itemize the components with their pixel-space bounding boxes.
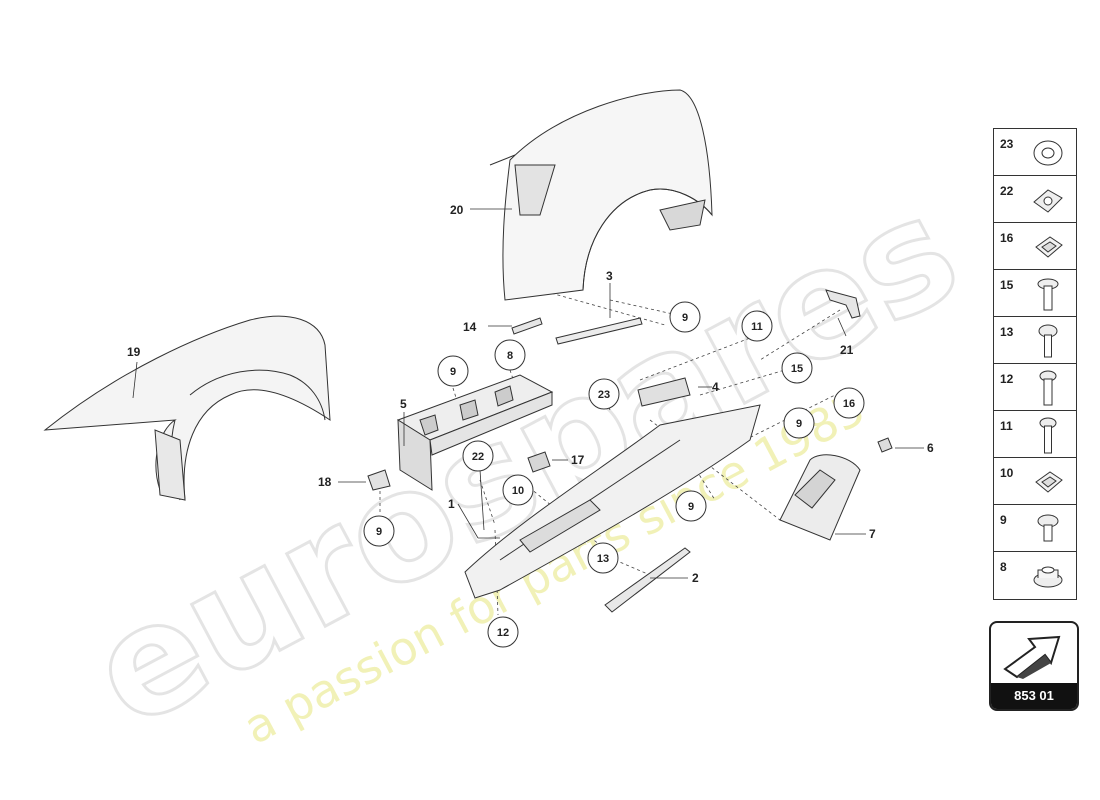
callout-9-e: 9 [688,501,694,513]
label-20: 20 [450,203,464,217]
part-19-wheelhouse-liner [43,315,331,501]
part-18-bracket [367,469,391,491]
legend-number: 13 [1000,325,1014,339]
label-2: 2 [692,571,699,585]
part-2-strip [604,547,691,613]
legend-row-22: 22 [994,176,1076,223]
flange-nut-icon [1024,556,1072,596]
callout-10: 10 [512,485,524,497]
label-7: 7 [869,527,876,541]
label-14: 14 [463,320,477,334]
callout-9-c: 9 [796,418,802,430]
part-5-carrier [396,374,554,491]
label-5: 5 [400,397,407,411]
label-21: 21 [840,343,854,357]
part-20-fender [489,89,713,301]
label-4: 4 [712,380,719,394]
circled-callout-labels: 9 8 9 11 15 23 16 9 22 10 9 9 13 12 [376,312,855,639]
label-3: 3 [606,269,613,283]
label-6: 6 [927,441,934,455]
callout-8: 8 [507,350,513,362]
legend-number: 16 [1000,231,1014,245]
legend-row-8: 8 [994,552,1076,599]
legend-row-23: 23 [994,129,1076,176]
legend-number: 10 [1000,466,1014,480]
legend-number: 11 [1000,419,1013,433]
callout-15: 15 [791,363,803,375]
part-6-clip [877,437,893,453]
part-3-trim-strip [555,317,643,345]
callout-12: 12 [497,627,509,639]
legend-row-15: 15 [994,270,1076,317]
legend-number: 8 [1000,560,1007,574]
long-screw-icon [1024,415,1072,455]
flat-head-screw-icon [1024,274,1072,314]
part-7-rear-panel [779,454,861,541]
label-leaders [132,208,924,579]
washer-icon [1024,133,1072,173]
part-17-cover [527,451,551,473]
circled-callouts [363,301,865,648]
fastener-legend: 23 22 16 15 13 12 11 10 9 8 [993,128,1077,600]
direction-arrow-icon [1003,635,1061,679]
bolt-icon [1024,368,1072,408]
legend-number: 23 [1000,137,1014,151]
legend-row-12: 12 [994,364,1076,411]
spring-nut-icon [1024,180,1072,220]
parts [43,89,893,613]
short-screw-icon [1024,509,1072,549]
pan-head-screw-icon [1024,321,1072,361]
legend-row-9: 9 [994,505,1076,552]
callout-9-a: 9 [682,312,688,324]
plain-labels: 19 20 3 14 5 4 21 6 17 18 1 7 2 [127,203,934,585]
part-1-side-sill [464,404,761,599]
legend-number: 12 [1000,372,1014,386]
callout-13: 13 [597,553,609,565]
legend-number: 22 [1000,184,1014,198]
part-4-vent-grille [637,377,691,407]
diagram-reference-box: 853 01 [989,621,1079,711]
callout-9-b: 9 [450,366,456,378]
legend-number: 9 [1000,513,1007,527]
callout-23: 23 [598,389,610,401]
callout-16: 16 [843,398,855,410]
legend-number: 15 [1000,278,1014,292]
part-14-bracket [511,317,543,335]
callout-22: 22 [472,451,484,463]
legend-row-13: 13 [994,317,1076,364]
callout-9-d: 9 [376,526,382,538]
legend-row-16: 16 [994,223,1076,270]
label-17: 17 [571,453,585,467]
clip-nut-icon [1024,462,1072,502]
diagram-code: 853 01 [991,683,1077,709]
clip-nut-icon [1024,227,1072,267]
label-19: 19 [127,345,141,359]
label-1: 1 [448,497,455,511]
legend-row-10: 10 [994,458,1076,505]
callout-11: 11 [751,321,763,333]
label-18: 18 [318,475,332,489]
part-21-bracket [825,289,861,319]
legend-row-11: 11 [994,411,1076,458]
